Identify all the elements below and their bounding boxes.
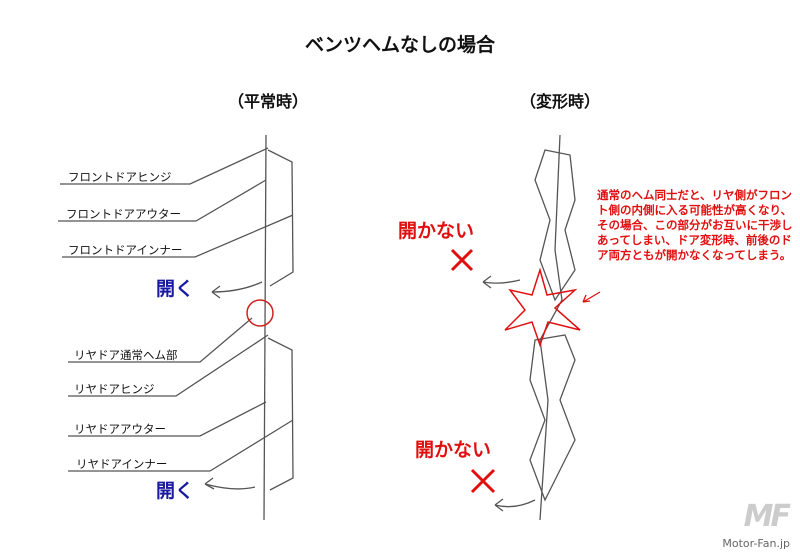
label-rear-hinge: リヤドアヒンジ bbox=[74, 382, 155, 396]
front-door-right bbox=[534, 149, 576, 302]
hem-circle bbox=[246, 299, 274, 327]
logo-mark: MF bbox=[743, 499, 791, 534]
page-title: ベンツヘムなしの場合 bbox=[304, 34, 495, 56]
body-line-right bbox=[539, 134, 563, 521]
label-rear-inner: リヤドアインナー bbox=[76, 457, 168, 471]
label-front-outer: フロントドアアウター bbox=[66, 207, 181, 221]
open-label-rear: 開く bbox=[156, 480, 195, 502]
arrow-right-rear bbox=[494, 498, 536, 512]
not-open-label-rear: 開かない bbox=[415, 439, 492, 461]
deformed-heading: （変形時） bbox=[520, 92, 601, 111]
pointer-arrow bbox=[582, 291, 601, 303]
label-rear-hem: リヤドア通常ヘム部 bbox=[74, 348, 178, 362]
body-line-left bbox=[263, 134, 267, 521]
open-arrow-front bbox=[211, 281, 263, 299]
label-rear-outer: リヤドアアウター bbox=[74, 422, 166, 436]
front-door-left bbox=[267, 149, 294, 287]
label-front-hinge: フロントドアヒンジ bbox=[68, 170, 172, 184]
open-arrow-rear bbox=[204, 477, 256, 490]
logo-text: Motor-Fan.jp bbox=[722, 537, 790, 550]
x-mark-front bbox=[450, 248, 474, 272]
not-open-label-front: 開かない bbox=[398, 220, 475, 242]
x-marks bbox=[450, 248, 496, 494]
arrow-right-front bbox=[482, 275, 521, 289]
collision-burst bbox=[504, 267, 581, 348]
label-front-inner: フロントドアインナー bbox=[68, 243, 183, 257]
rear-door-right bbox=[529, 334, 576, 502]
x-mark-rear bbox=[470, 468, 496, 494]
rear-door-left bbox=[267, 337, 294, 491]
normal-heading: （平常時） bbox=[228, 92, 309, 111]
leader-lines bbox=[58, 147, 294, 472]
open-label-front: 開く bbox=[156, 278, 195, 300]
explanation-note: 通常のヘム同士だと、リヤ側がフロント側の内側に入る可能性が高くなり、その場合、こ… bbox=[597, 188, 793, 262]
